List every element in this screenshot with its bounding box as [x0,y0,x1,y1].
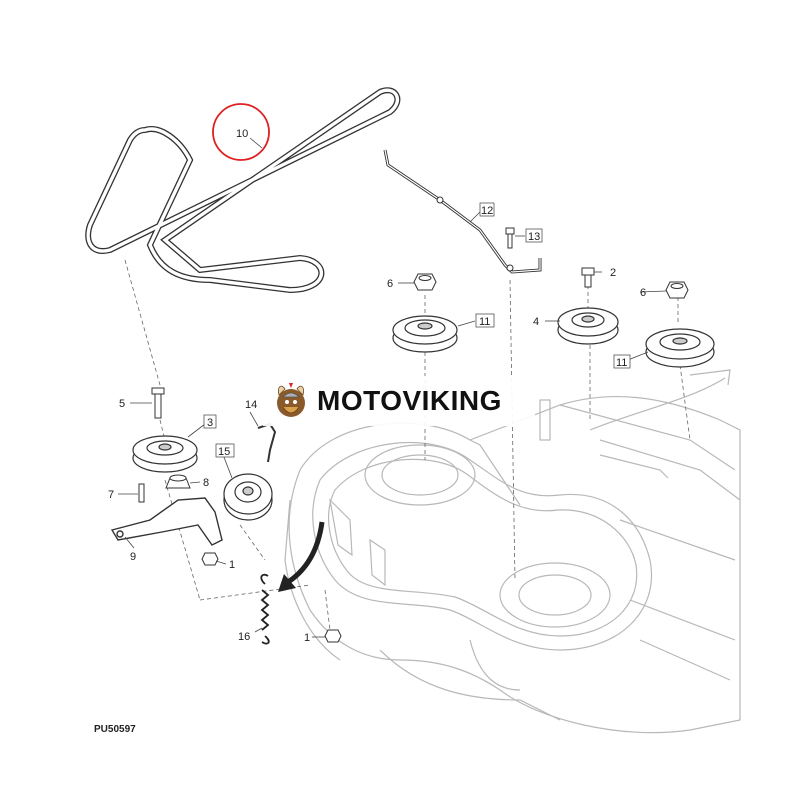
callout-1-arm: 1 [229,559,235,571]
callout-8: 8 [203,477,209,489]
idler-rod [383,149,542,274]
spring-hook-14 [257,422,277,463]
callout-9: 9 [130,551,136,563]
callout-3: 3 [207,417,213,429]
nut-bottom-1 [324,629,342,643]
brand-banner: MOTOVIKING [263,376,535,426]
drawing-id: PU50597 [94,724,136,735]
idler-bolt-5 [151,387,165,419]
callout-16: 16 [238,631,250,643]
callout-labels: 10 12 13 6 6 2 11 11 4 5 3 14 15 7 8 9 1… [108,128,646,644]
callout-10: 10 [236,128,248,140]
idler-arm-9 [110,497,223,546]
callout-6-right: 6 [640,287,646,299]
callout-4: 4 [533,316,539,328]
mower-deck [284,369,741,734]
callout-11-right: 11 [616,357,627,369]
spring-16 [260,573,270,645]
callout-1-bottom: 1 [304,632,310,644]
callout-13: 13 [528,231,540,243]
nut-6-right [665,281,689,299]
callout-2: 2 [610,267,616,279]
viking-logo-icon [277,383,305,417]
callout-15: 15 [218,446,230,458]
spindle-pulley-right [645,328,715,368]
callout-11-left: 11 [479,316,490,328]
center-pulley [557,307,619,345]
highlight-circle [212,103,270,161]
nut-arm-1 [201,552,219,566]
callout-5: 5 [119,398,125,410]
bushing-8 [165,474,191,489]
brand-name: MOTOVIKING [317,385,502,416]
callout-6-left: 6 [387,278,393,290]
callout-14: 14 [245,399,257,411]
bolt-2 [581,267,595,288]
curved-arrow [278,521,325,592]
spindle-pulley-left [392,315,458,353]
pulley-15 [223,473,273,521]
callout-12: 12 [481,205,493,217]
idler-pulley-3 [132,435,198,473]
drive-belt [85,87,401,294]
callout-7: 7 [108,489,114,501]
pin-7 [138,483,145,503]
bolt-13 [505,227,515,249]
nut-6-left [413,273,437,291]
